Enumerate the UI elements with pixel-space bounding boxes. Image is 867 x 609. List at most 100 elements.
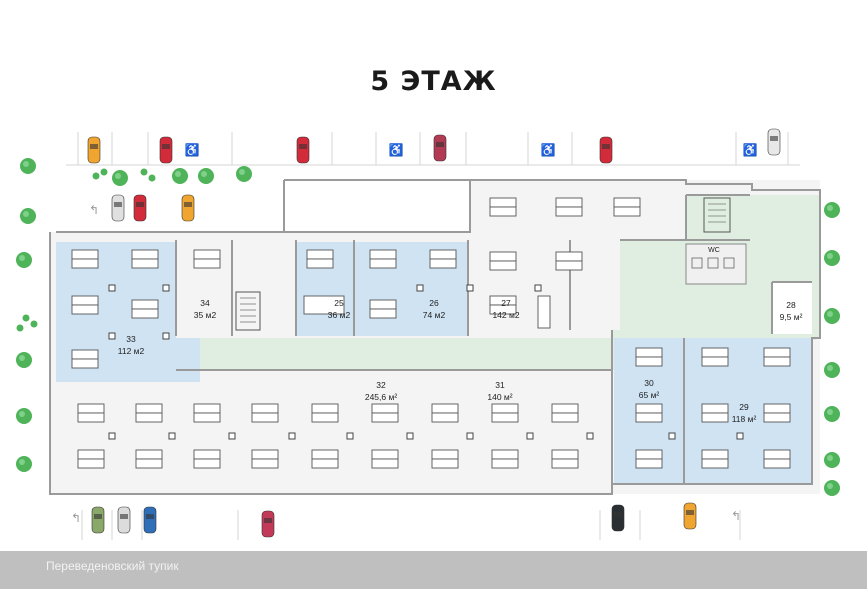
shrub-icon — [30, 320, 38, 328]
desk-icon — [71, 249, 99, 269]
desk-icon — [489, 251, 517, 271]
desk-icon — [613, 197, 641, 217]
meeting-table — [537, 295, 551, 329]
desk-icon — [635, 449, 663, 469]
tree-icon — [16, 408, 32, 424]
column — [416, 284, 424, 292]
column — [586, 432, 594, 440]
car-icon — [87, 136, 101, 164]
tree-icon — [16, 252, 32, 268]
tree-icon — [198, 168, 214, 184]
desk-icon — [369, 299, 397, 319]
desk-icon — [71, 197, 791, 469]
shrub-icon — [100, 168, 108, 176]
tree-icon — [112, 170, 128, 186]
car-icon — [261, 510, 275, 538]
tree-icon — [236, 166, 252, 182]
desk-icon — [77, 449, 105, 469]
desk-icon — [635, 347, 663, 367]
room-area: 245,6 м² — [365, 392, 397, 402]
disabled-parking-icon: ♿ — [185, 143, 200, 157]
desk-icon — [763, 449, 791, 469]
tree-icon — [20, 158, 36, 174]
desk-icon — [77, 403, 105, 423]
column — [534, 284, 542, 292]
room-number: 27 — [501, 298, 511, 308]
room-34: 34 35 м2 — [194, 298, 217, 320]
desk-icon — [71, 295, 99, 315]
room-area: 9,5 м² — [780, 312, 803, 322]
desk-icon — [701, 347, 729, 367]
room-area: 36 м2 — [328, 310, 351, 320]
desk-icon — [371, 449, 399, 469]
column — [466, 432, 474, 440]
desk-icon — [251, 449, 279, 469]
column — [736, 432, 744, 440]
desk-icon — [131, 249, 159, 269]
car-icon — [111, 194, 125, 222]
tree-icon — [824, 250, 840, 266]
street-band — [0, 551, 867, 589]
stairs-icon — [235, 197, 731, 331]
shrub-icon — [148, 174, 156, 182]
tree-icon — [824, 480, 840, 496]
desk-icon — [135, 403, 163, 423]
desk-icon — [635, 403, 663, 423]
column — [526, 432, 534, 440]
room-number: 31 — [495, 380, 505, 390]
shrub-icon — [16, 324, 24, 332]
room-33: 33 112 м2 — [118, 334, 145, 356]
room-number: 33 — [126, 334, 136, 344]
column — [162, 284, 170, 292]
room-32: 32 245,6 м² — [365, 380, 397, 402]
column — [228, 432, 236, 440]
car-icon — [683, 502, 697, 530]
desk-icon — [306, 249, 334, 269]
desk-icon — [311, 449, 339, 469]
column — [406, 432, 414, 440]
desk-icon — [701, 403, 729, 423]
column — [466, 284, 474, 292]
room-area: 65 м² — [639, 390, 660, 400]
column — [168, 432, 176, 440]
room-number: 34 — [200, 298, 210, 308]
column — [288, 432, 296, 440]
car-icon — [133, 194, 147, 222]
column — [108, 432, 116, 440]
desk-icon — [251, 403, 279, 423]
car-icon — [767, 128, 781, 156]
desk-icon — [489, 295, 517, 315]
desk-icon — [701, 449, 729, 469]
room-28: 28 9,5 м² — [780, 300, 803, 322]
desk-icon — [431, 403, 459, 423]
column — [346, 432, 354, 440]
tree-icon — [824, 308, 840, 324]
disabled-parking-icon: ♿ — [743, 143, 758, 157]
tree-icon — [172, 168, 188, 184]
desk-icon — [763, 347, 791, 367]
shrub-icon — [140, 168, 148, 176]
wc-label: WC — [708, 247, 720, 254]
disabled-parking-icon: ♿ — [389, 143, 404, 157]
desk-icon — [193, 449, 221, 469]
desk-icon — [555, 197, 583, 217]
column — [668, 432, 676, 440]
tree-icon — [824, 452, 840, 468]
room-area: 140 м² — [487, 392, 512, 402]
room-31: 31 140 м² — [487, 380, 512, 402]
desk-icon — [135, 449, 163, 469]
column — [162, 332, 170, 340]
car-icon — [599, 136, 613, 164]
desk-icon — [491, 449, 519, 469]
room-30: 30 65 м² — [639, 378, 660, 400]
car-icon — [611, 504, 625, 532]
column — [108, 284, 116, 292]
room-25: 25 36 м2 — [328, 298, 351, 320]
room-area: 118 м² — [732, 414, 757, 424]
desk-icon — [71, 349, 99, 369]
disabled-parking-icon: ♿ — [541, 143, 556, 157]
car-icon — [181, 194, 195, 222]
room-number: 28 — [786, 300, 796, 310]
room-number: 26 — [429, 298, 439, 308]
desk-icon — [193, 249, 221, 269]
